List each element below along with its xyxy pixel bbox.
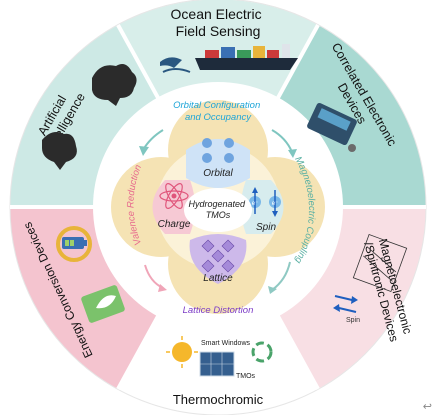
center-title-line1: Hydrogenated	[188, 199, 246, 209]
thermo-smart-windows-label: Smart Windows	[201, 340, 251, 347]
lattice-lobe: Lattice	[189, 234, 247, 284]
spin-up-label: e⁻	[252, 201, 259, 207]
ship-illustration	[160, 44, 298, 73]
outer-top-line2: Field Sensing	[176, 23, 261, 39]
inner-top-line2: and Occupancy	[185, 112, 252, 123]
leaf-card-illustration	[81, 285, 125, 323]
thermochromic-illustration: Smart Windows TMOs	[166, 336, 273, 380]
brain-illustration	[42, 64, 137, 170]
center-core: Hydrogenated TMOs	[184, 188, 252, 232]
device-illustration	[307, 103, 357, 152]
corner-arrow-icon: ↩	[422, 400, 432, 413]
lobe-lattice-label: Lattice	[203, 273, 233, 284]
battery-illustration	[56, 226, 92, 262]
outer-top-line1: Ocean Electric	[171, 6, 262, 22]
cycle-arrows	[139, 129, 297, 294]
outer-bottom-label: Thermochromic	[173, 392, 264, 407]
outer-top-label: Ocean Electric Field Sensing	[171, 6, 266, 39]
inner-bottom-label: Lattice Distortion	[183, 305, 254, 316]
spin-small-label: Spin	[346, 317, 360, 324]
spin-down-label: e⁻	[272, 201, 279, 207]
lobe-charge-label: Charge	[158, 219, 191, 230]
spin-lobe: e⁻ e⁻ Spin	[241, 180, 284, 234]
charge-lobe: Charge	[152, 180, 195, 234]
center-title: Hydrogenated TMOs	[188, 199, 247, 220]
inner-top-label: Orbital Configuration and Occupancy	[173, 100, 263, 123]
thermo-tmos-label: TMOs	[236, 373, 256, 380]
orbital-lobe: Orbital	[186, 138, 250, 188]
center-title-line2: TMOs	[206, 210, 231, 220]
spintronic-illustration: Spin	[333, 234, 408, 324]
inner-top-line1: Orbital Configuration	[173, 100, 260, 111]
lobe-orbital-label: Orbital	[203, 168, 233, 179]
lobe-spin-label: Spin	[256, 222, 276, 233]
